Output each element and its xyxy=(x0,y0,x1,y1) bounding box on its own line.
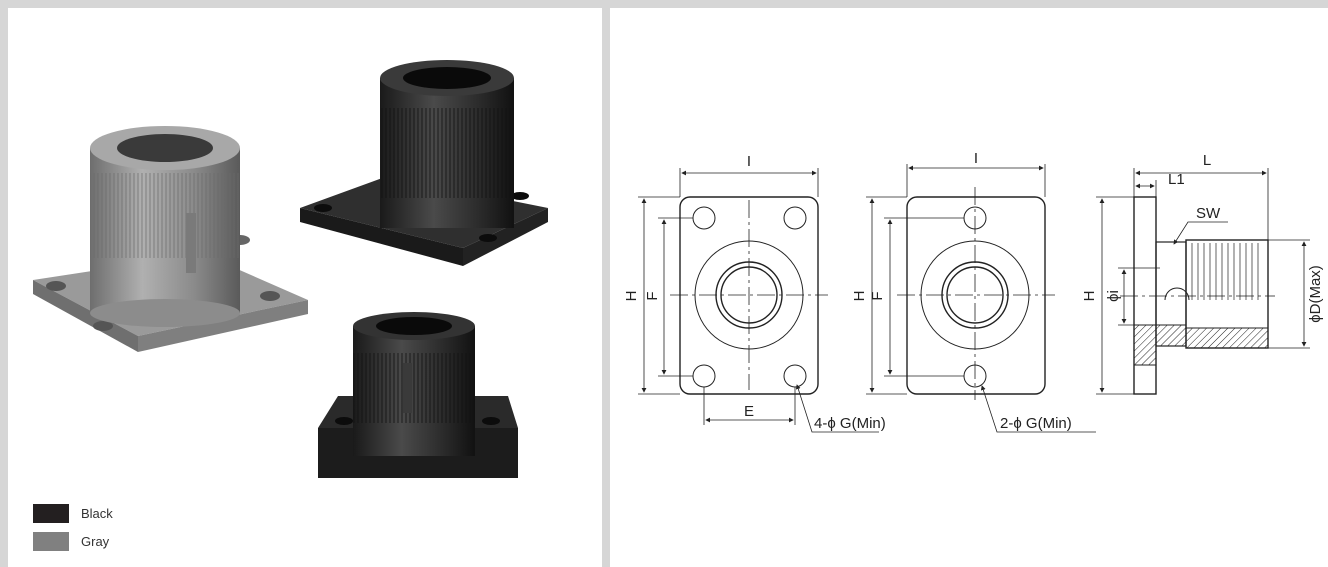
black-connector-image-top xyxy=(300,60,548,266)
legend-item-black: Black xyxy=(33,504,113,523)
side-wrench-label: SW xyxy=(1196,205,1221,222)
gray-connector-image xyxy=(33,126,308,352)
side-flange-label: L1 xyxy=(1168,171,1185,188)
legend-label-gray: Gray xyxy=(81,534,110,549)
view1-height-label: H xyxy=(623,291,640,302)
product-photo-panel: Black Gray xyxy=(8,8,602,567)
view1-hole-spacing-label: E xyxy=(744,403,754,420)
view1-holes-label: 4-ϕ G(Min) xyxy=(814,415,886,432)
view1-width-label: I xyxy=(747,153,751,170)
view1-hole-pitch-label: F xyxy=(644,291,661,300)
view2-width-label: I xyxy=(974,150,978,167)
front-view-2-hole xyxy=(866,164,1096,433)
side-length-label: L xyxy=(1203,152,1211,169)
view2-hole-pitch-label: F xyxy=(869,291,886,300)
legend-label-black: Black xyxy=(81,506,113,521)
side-outer-dia-label: ϕD(Max) xyxy=(1307,265,1324,323)
view2-holes-label: 2-ϕ G(Min) xyxy=(1000,415,1072,432)
side-inner-dia-label: ϕi xyxy=(1105,290,1122,302)
black-swatch xyxy=(33,504,69,523)
technical-drawing: I H F E 4-ϕ G(Min) xyxy=(623,150,1324,433)
legend-item-gray: Gray xyxy=(33,532,109,551)
front-view-4-hole xyxy=(638,168,879,433)
side-height-label: H xyxy=(1081,291,1098,302)
gray-swatch xyxy=(33,532,69,551)
technical-drawing-panel: I H F E 4-ϕ G(Min) xyxy=(610,8,1328,567)
product-photo xyxy=(33,60,548,478)
view2-height-label: H xyxy=(851,291,868,302)
side-section-view xyxy=(1096,168,1310,395)
black-connector-image-bottom xyxy=(318,312,518,478)
